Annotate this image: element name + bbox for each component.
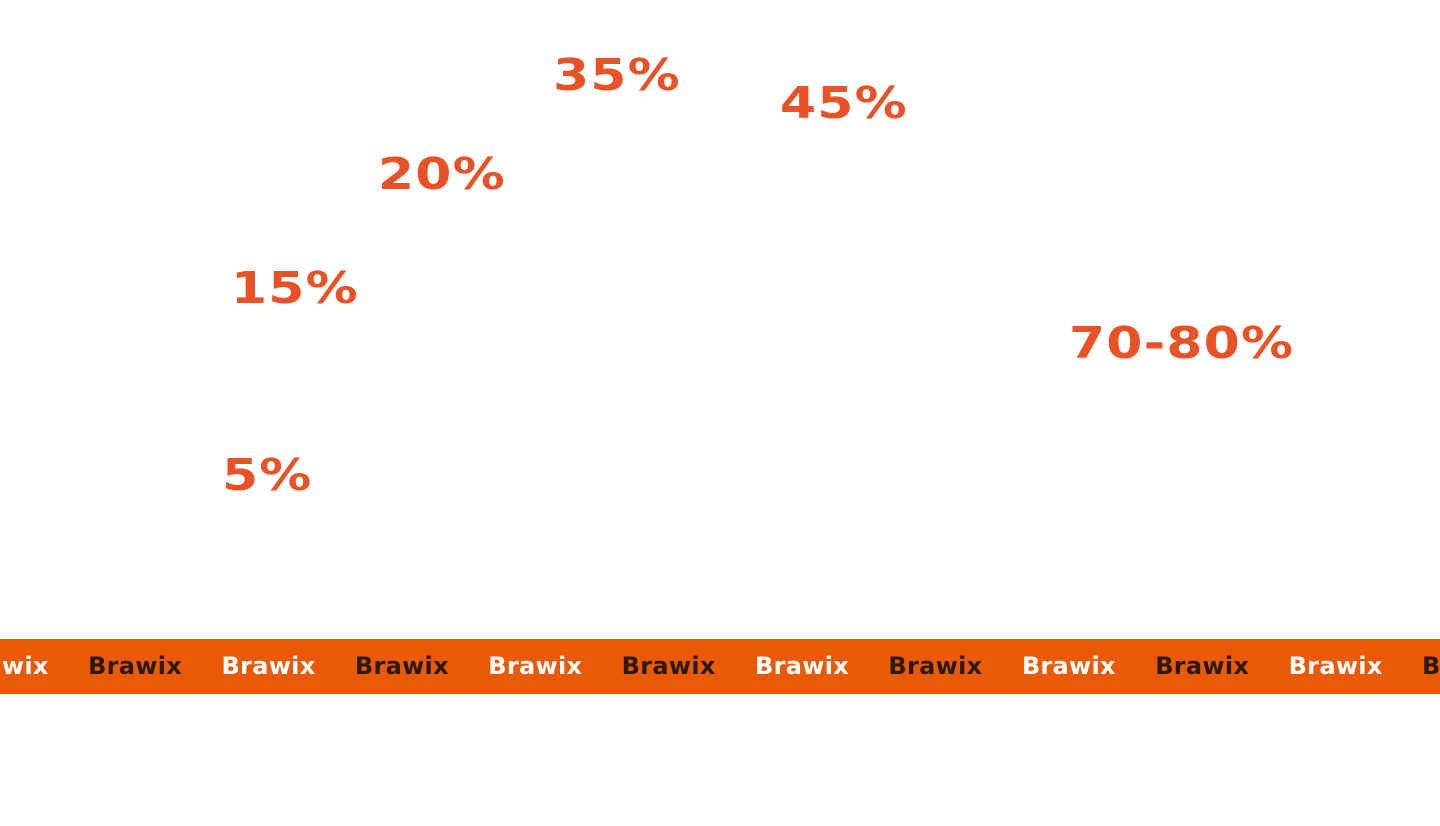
- brand-marquee-band: Brawix Brawix Brawix Brawix Brawix Brawi…: [0, 639, 1440, 694]
- marquee-word: Brawix: [1155, 652, 1250, 680]
- stat-35-percent: 35%: [553, 50, 681, 101]
- marquee-track: Brawix Brawix Brawix Brawix Brawix Brawi…: [0, 639, 1440, 694]
- stat-20-percent: 20%: [378, 149, 506, 200]
- marquee-word: Brawix: [1421, 652, 1440, 680]
- marquee-word: Brawix: [621, 652, 716, 680]
- marquee-word: Brawix: [1021, 652, 1116, 680]
- marquee-word: Brawix: [354, 652, 449, 680]
- marquee-word: Brawix: [1288, 652, 1383, 680]
- marquee-word: Brawix: [488, 652, 583, 680]
- stat-45-percent: 45%: [780, 78, 908, 129]
- stat-5-percent: 5%: [222, 450, 313, 501]
- stat-70-80-percent: 70-80%: [1069, 318, 1295, 369]
- marquee-word: Brawix: [88, 652, 183, 680]
- marquee-word: Brawix: [888, 652, 983, 680]
- marquee-word: Brawix: [221, 652, 316, 680]
- marquee-word: Brawix: [0, 652, 49, 680]
- marquee-word: Brawix: [755, 652, 850, 680]
- stat-15-percent: 15%: [231, 263, 359, 314]
